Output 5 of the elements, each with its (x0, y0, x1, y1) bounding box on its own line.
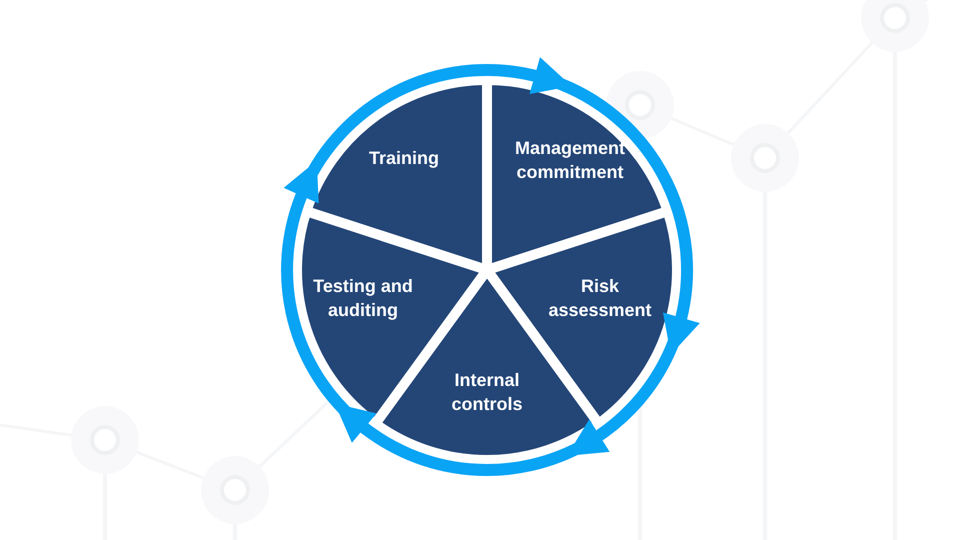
segment-label: Management commitment (514, 137, 626, 184)
segment-label: Internal controls (450, 369, 524, 416)
segment-label: Training (368, 147, 440, 170)
segment-label: Risk assessment (547, 275, 653, 322)
segment-label: Testing and auditing (312, 275, 414, 322)
